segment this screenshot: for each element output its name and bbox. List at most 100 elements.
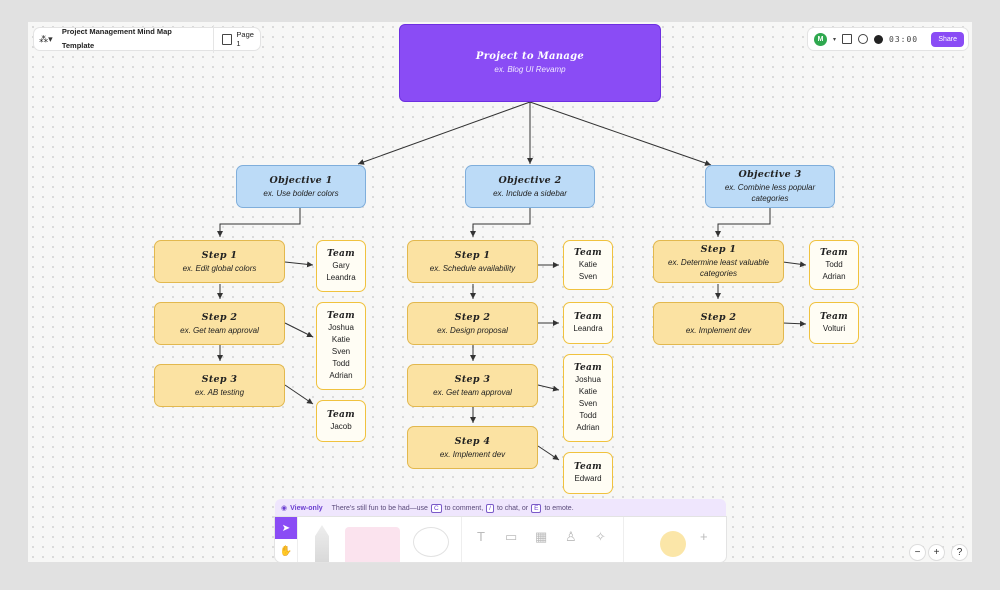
- step-title: Step 2: [700, 311, 737, 323]
- team-members: Jacob: [330, 421, 352, 431]
- mode-column: ➤ ✋: [275, 517, 298, 562]
- step-title: Step 1: [454, 249, 491, 261]
- view-only-banner: ◉ View-only There's still fun to be had—…: [275, 499, 726, 517]
- step-subtitle: ex. Get team approval: [433, 387, 512, 397]
- eye-icon: ◉: [281, 505, 288, 512]
- banner-text: to emote.: [544, 504, 574, 512]
- comment-icon[interactable]: [858, 34, 869, 44]
- team-members: Gary Leandra: [326, 260, 356, 282]
- team-label: Team: [327, 409, 355, 420]
- team-label: Team: [820, 247, 848, 258]
- zoom-in-button[interactable]: +: [929, 545, 944, 560]
- team-node[interactable]: Team Gary Leandra: [316, 240, 366, 292]
- team-members: Joshua Katie Sven Todd Adrian: [575, 374, 601, 432]
- step-title: Step 1: [201, 249, 238, 261]
- help-button[interactable]: ?: [952, 545, 967, 560]
- step-node[interactable]: Step 1 ex. Schedule availability: [407, 240, 538, 283]
- collab-toolbar: M ▾ 03:00 Share: [808, 28, 968, 50]
- objective-title: Objective 3: [738, 169, 802, 180]
- team-node[interactable]: Team Joshua Katie Sven Todd Adrian: [563, 354, 613, 442]
- shapes-icon[interactable]: [413, 527, 449, 557]
- zoom-out-button[interactable]: −: [910, 545, 925, 560]
- step-title: Step 3: [201, 373, 238, 385]
- objective-subtitle: ex. Include a sidebar: [493, 188, 567, 198]
- team-node[interactable]: Team Edward: [563, 452, 613, 494]
- timer-icon[interactable]: [874, 34, 884, 44]
- step-subtitle: ex. Schedule availability: [429, 263, 516, 273]
- sticky-icon[interactable]: ▭: [505, 529, 518, 544]
- step-node[interactable]: Step 2 ex. Design proposal: [407, 302, 538, 345]
- team-node[interactable]: Team Joshua Katie Sven Todd Adrian: [316, 302, 366, 390]
- pointer-icon[interactable]: ➤: [275, 517, 297, 539]
- sticker-icon[interactable]: [660, 531, 686, 557]
- step-title: Step 3: [454, 373, 491, 385]
- team-members: Katie Sven: [578, 259, 598, 281]
- step-subtitle: ex. Edit global colors: [182, 263, 257, 273]
- team-node[interactable]: Team Leandra: [563, 302, 613, 344]
- step-node[interactable]: Step 2 ex. Implement dev: [653, 302, 784, 345]
- bottom-toolbar: ➤ ✋ T ▭ ▦ ♙ ✧ +: [275, 517, 726, 562]
- step-node[interactable]: Step 3 ex. AB testing: [154, 364, 285, 407]
- banner-text: There's still fun to be had—use: [331, 504, 428, 512]
- objective-subtitle: ex. Use bolder colors: [263, 188, 339, 198]
- view-only-label: View-only: [290, 504, 323, 512]
- step-node[interactable]: Step 2 ex. Get team approval: [154, 302, 285, 345]
- canvas[interactable]: Project to Manage ex. Blog UI Revamp Obj…: [28, 22, 972, 562]
- layout-icon[interactable]: [842, 34, 853, 44]
- sparkle-icon[interactable]: ✧: [595, 529, 606, 544]
- step-title: Step 2: [201, 311, 238, 323]
- file-title[interactable]: Project Management Mind Map Template: [58, 25, 215, 53]
- pen-icon[interactable]: [315, 525, 329, 562]
- team-label: Team: [327, 310, 355, 321]
- hand-icon[interactable]: ✋: [279, 545, 293, 557]
- objective-node-1[interactable]: Objective 1 ex. Use bolder colors: [236, 165, 366, 208]
- shortcut-key: E: [531, 503, 542, 513]
- team-node[interactable]: Team Jacob: [316, 400, 366, 442]
- table-icon[interactable]: ▦: [535, 529, 548, 544]
- step-title: Step 4: [454, 435, 491, 447]
- team-members: Todd Adrian: [822, 259, 846, 281]
- objective-title: Objective 1: [269, 174, 333, 186]
- marker-icon[interactable]: [345, 527, 400, 562]
- step-title: Step 2: [454, 311, 491, 323]
- timer-display[interactable]: 03:00: [889, 34, 919, 44]
- root-node[interactable]: Project to Manage ex. Blog UI Revamp: [399, 24, 661, 102]
- step-subtitle: ex. AB testing: [194, 387, 245, 397]
- step-node[interactable]: Step 4 ex. Implement dev: [407, 426, 538, 469]
- step-title: Step 1: [700, 244, 737, 255]
- root-title: Project to Manage: [475, 51, 585, 62]
- share-button[interactable]: Share: [931, 31, 964, 47]
- page-label: Page 1: [236, 30, 254, 48]
- step-subtitle: ex. Implement dev: [685, 325, 752, 335]
- avatar[interactable]: M: [814, 32, 827, 46]
- team-label: Team: [574, 311, 602, 322]
- team-label: Team: [327, 248, 355, 259]
- zoom-controls: − + ?: [910, 545, 967, 560]
- page-icon: [222, 33, 233, 45]
- chevron-down-icon[interactable]: ▾: [833, 36, 837, 43]
- text-icon[interactable]: T: [477, 529, 485, 544]
- shortcut-key: C: [430, 503, 442, 513]
- team-label: Team: [820, 311, 848, 322]
- step-subtitle: ex. Determine least valuable categories: [668, 258, 769, 278]
- page-selector[interactable]: Page 1: [214, 30, 260, 48]
- team-members: Leandra: [573, 323, 603, 333]
- team-members: Edward: [574, 473, 602, 483]
- team-members: Joshua Katie Sven Todd Adrian: [328, 322, 354, 380]
- objective-node-3[interactable]: Objective 3 ex. Combine less popular cat…: [705, 165, 835, 208]
- objective-node-2[interactable]: Objective 2 ex. Include a sidebar: [465, 165, 595, 208]
- root-subtitle: ex. Blog UI Revamp: [494, 65, 566, 74]
- plus-icon[interactable]: +: [700, 529, 708, 544]
- step-node[interactable]: Step 3 ex. Get team approval: [407, 364, 538, 407]
- step-node[interactable]: Step 1 ex. Determine least valuable cate…: [653, 240, 784, 283]
- objective-title: Objective 2: [498, 174, 562, 186]
- team-node[interactable]: Team Volturi: [809, 302, 859, 344]
- stamp-icon[interactable]: ♙: [565, 529, 577, 544]
- step-subtitle: ex. Implement dev: [439, 449, 506, 459]
- team-node[interactable]: Team Katie Sven: [563, 240, 613, 290]
- step-node[interactable]: Step 1 ex. Edit global colors: [154, 240, 285, 283]
- team-members: Volturi: [822, 323, 846, 333]
- team-node[interactable]: Team Todd Adrian: [809, 240, 859, 290]
- main-menu-icon[interactable]: ⁂▾: [39, 33, 53, 44]
- connector-lines: [217, 101, 807, 461]
